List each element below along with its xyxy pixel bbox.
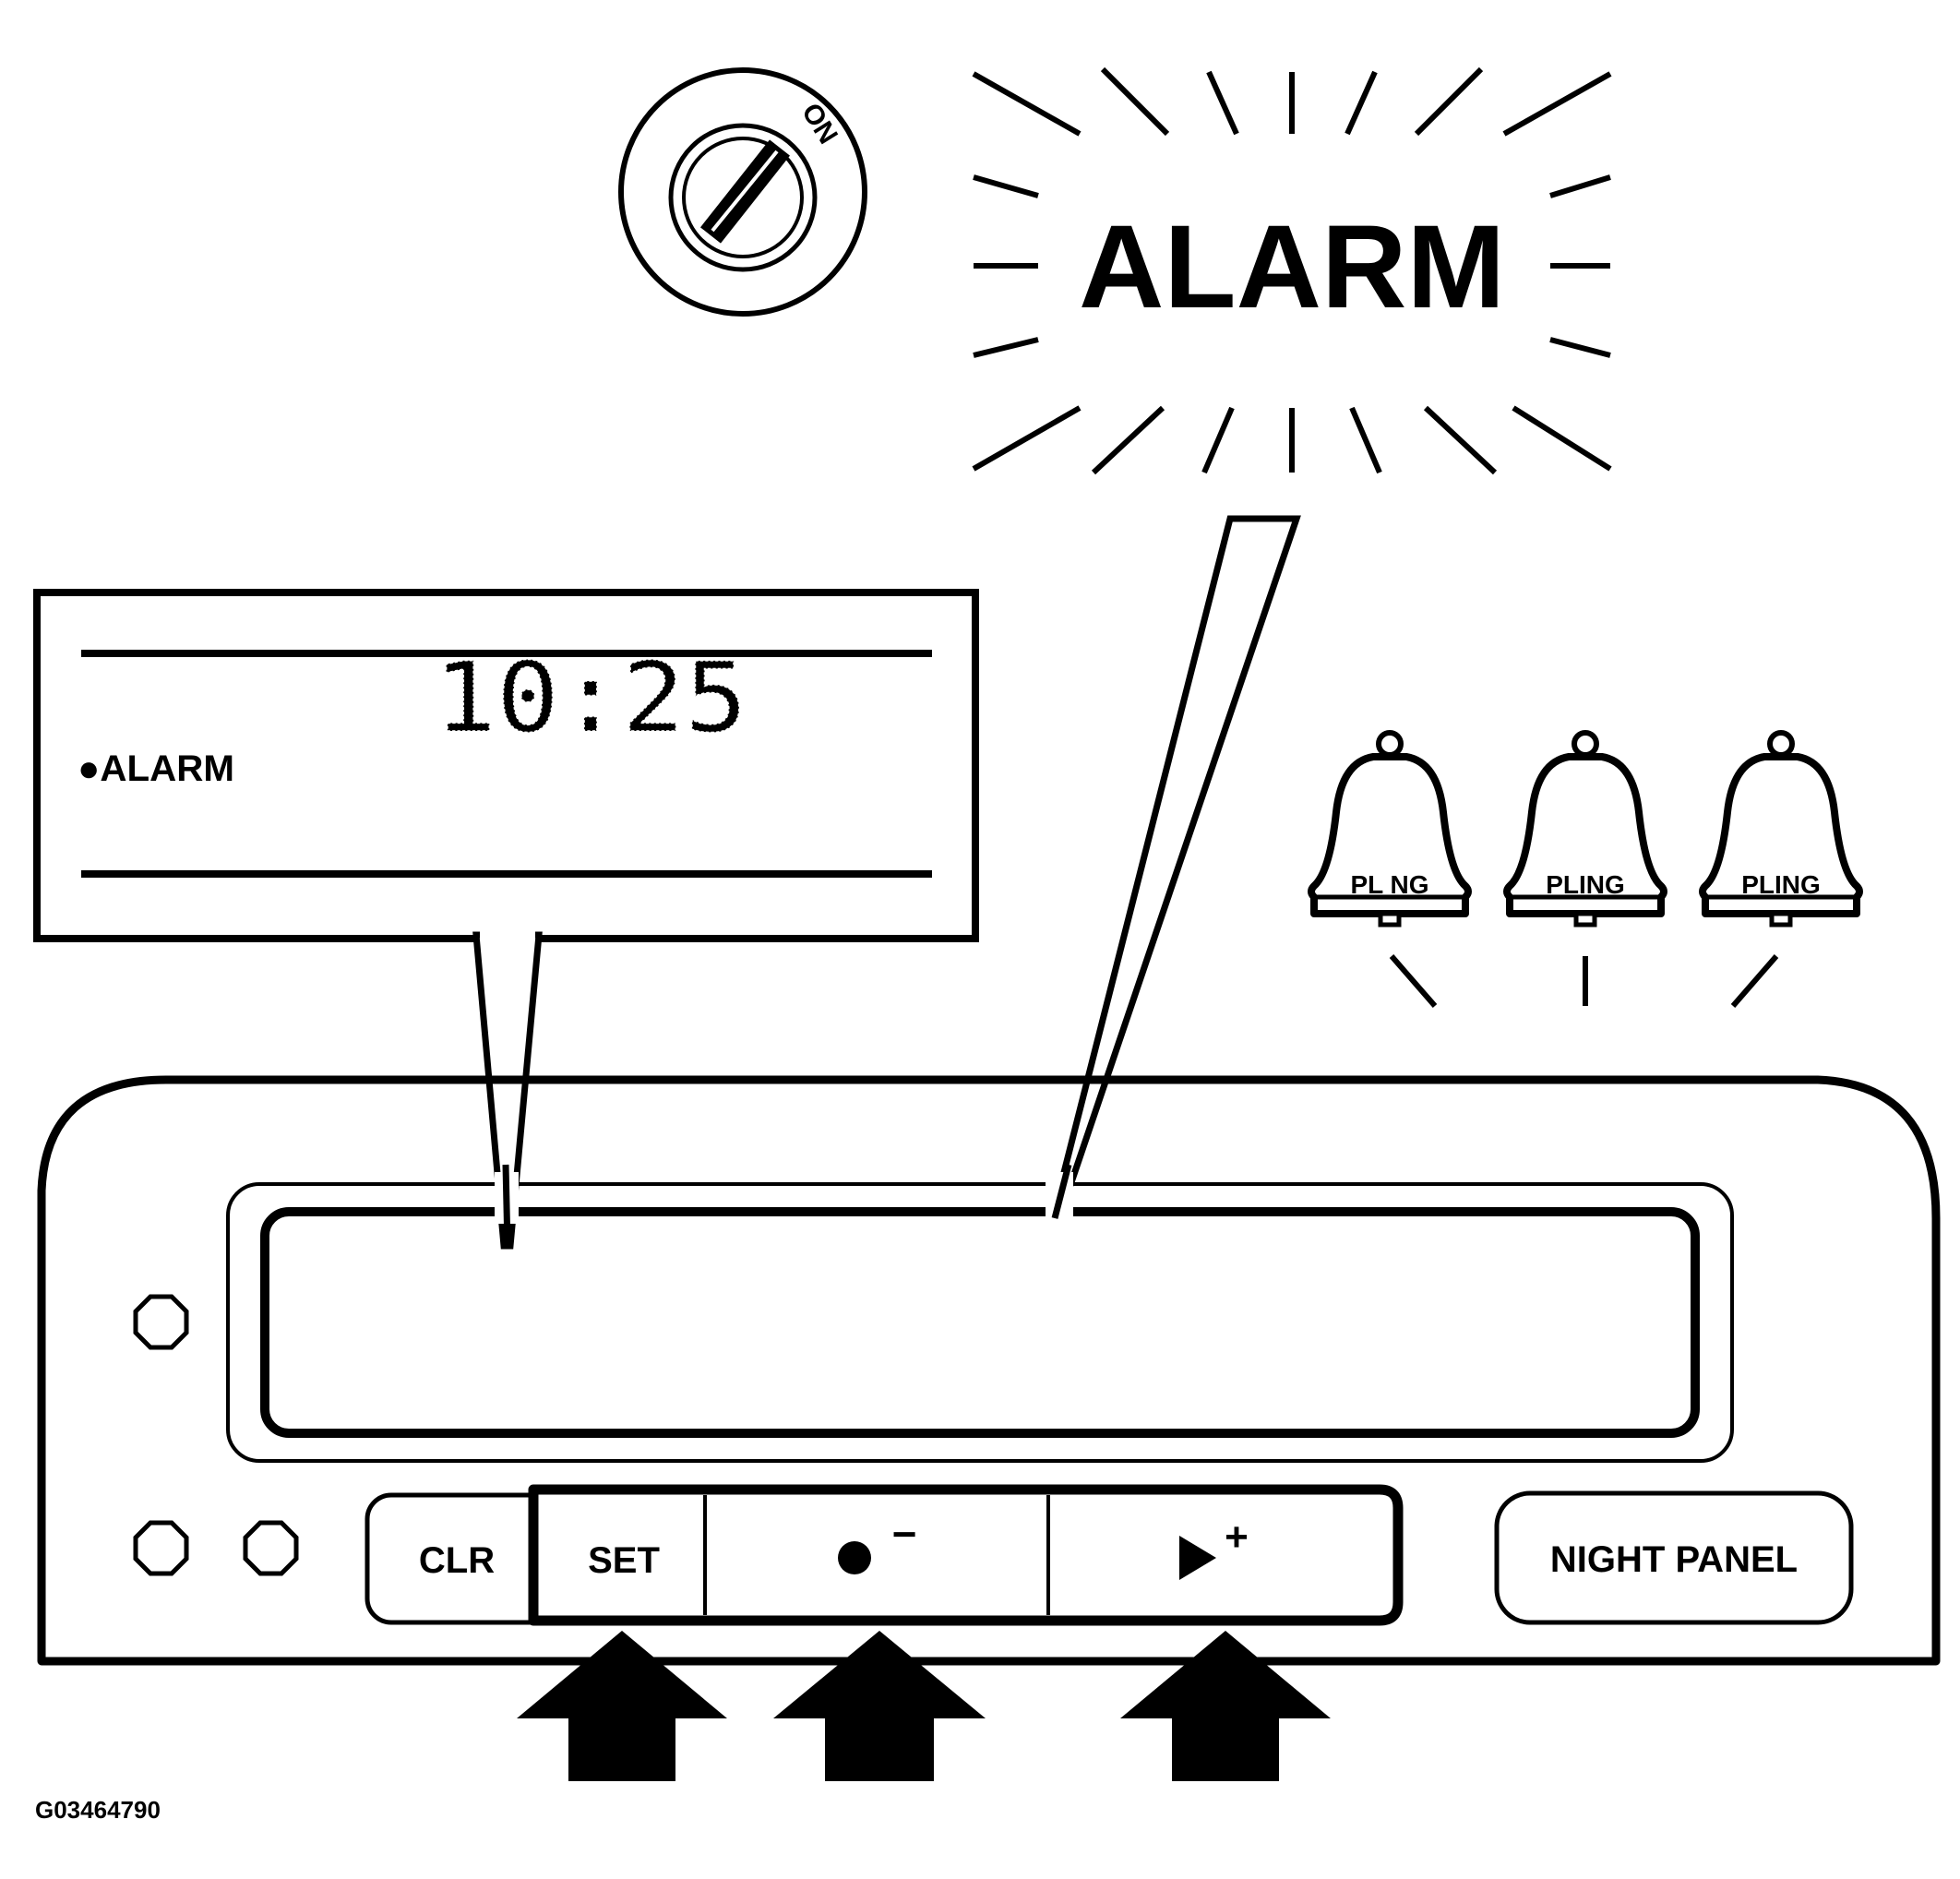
- burst-ray: [1091, 405, 1165, 475]
- ignition-inner-ring: [668, 123, 818, 272]
- display-callout: 10:25 ●ALARM: [33, 589, 979, 1250]
- arrow-up-icon: [773, 1631, 986, 1781]
- callout-joint-mask: [480, 930, 535, 940]
- bell-icon: [1308, 753, 1472, 917]
- bell-clapper: [1378, 911, 1402, 928]
- bell-sound-label: PL NG: [1350, 870, 1428, 899]
- display-window: [260, 1207, 1700, 1438]
- arrow-up-icon: [517, 1631, 727, 1781]
- burst-ray: [1423, 405, 1498, 475]
- bell-clapper: [1769, 911, 1793, 928]
- night-panel-button-label: NIGHT PANEL: [1550, 1539, 1798, 1580]
- burst-ray: [1502, 71, 1612, 137]
- burst-ray: [1201, 406, 1235, 474]
- button-group-frame: [528, 1484, 1404, 1626]
- indicator-lamp: [243, 1520, 299, 1576]
- burst-ray: [1206, 70, 1239, 136]
- arrow-up-icon: [1120, 1631, 1331, 1781]
- callout-time: 10:25: [434, 641, 747, 754]
- bell-hanger: [1376, 730, 1404, 758]
- minus-dot-icon: [838, 1541, 871, 1574]
- clock-panel: [37, 1075, 1941, 1666]
- alarm-burst: [972, 66, 1612, 475]
- night-panel-button[interactable]: NIGHT PANEL: [1494, 1490, 1854, 1625]
- bell-hanger: [1767, 730, 1795, 758]
- alarm-indicator-label: ●ALARM: [78, 748, 234, 789]
- bell-icon: [1699, 753, 1863, 917]
- night-panel-button-frame[interactable]: [1494, 1490, 1854, 1625]
- burst-ray: [973, 174, 1039, 198]
- burst-ray: [973, 337, 1039, 358]
- indicator-lamp: [133, 1520, 189, 1576]
- burst-ray: [1549, 337, 1611, 358]
- figure-id: G03464790: [35, 1796, 161, 1824]
- ignition-outer-ring: [618, 67, 867, 317]
- bell-2: PLING: [1503, 730, 1667, 928]
- clr-button[interactable]: CLR: [365, 1492, 569, 1625]
- bell-sound-label: PLING: [1741, 870, 1821, 899]
- bell-clapper: [1573, 911, 1597, 928]
- burst-ray: [1549, 174, 1611, 198]
- alarm-pointer: [1055, 515, 1301, 1194]
- display-bezel: [226, 1182, 1734, 1463]
- set-adjust-button-group: SET − +: [528, 1484, 1404, 1626]
- burst-ray: [1512, 405, 1612, 472]
- burst-ray: [972, 71, 1082, 137]
- bell-sound-label: PLING: [1546, 870, 1625, 899]
- pointer-tip: [1051, 1164, 1072, 1219]
- indicator-lamp: [133, 1294, 189, 1350]
- alarm-burst-label: ALARM: [1079, 201, 1505, 333]
- burst-ray: [972, 405, 1082, 472]
- plus-button[interactable]: [1050, 1495, 1392, 1615]
- ignition-cylinder: [682, 137, 804, 258]
- ignition-on-label: ON: [795, 98, 843, 150]
- clr-button-label: CLR: [419, 1540, 495, 1581]
- bell-hanger: [1572, 730, 1599, 758]
- minus-button[interactable]: [707, 1495, 1046, 1615]
- burst-ray: [1100, 66, 1170, 137]
- set-button-label: SET: [588, 1540, 660, 1581]
- panel-housing: [37, 1075, 1941, 1666]
- ignition-switch: ON: [618, 67, 867, 317]
- press-arrows: [517, 1631, 1331, 1781]
- burst-ray: [1349, 406, 1382, 474]
- key-slot-highlight: [711, 150, 779, 233]
- burst-ray: [1414, 66, 1484, 137]
- minus-sign-label: −: [892, 1510, 917, 1558]
- bell-3: PLING: [1699, 730, 1863, 928]
- bell-1: PL NG: [1308, 730, 1472, 928]
- bell-ring-line: [1389, 954, 1438, 1008]
- burst-ray: [1345, 70, 1378, 136]
- plus-arrow-icon: [1179, 1536, 1216, 1580]
- bell-icon: [1503, 753, 1667, 917]
- bell-ring-line: [1730, 954, 1779, 1008]
- pointer-tip: [502, 1164, 511, 1249]
- plus-sign-label: +: [1225, 1514, 1249, 1560]
